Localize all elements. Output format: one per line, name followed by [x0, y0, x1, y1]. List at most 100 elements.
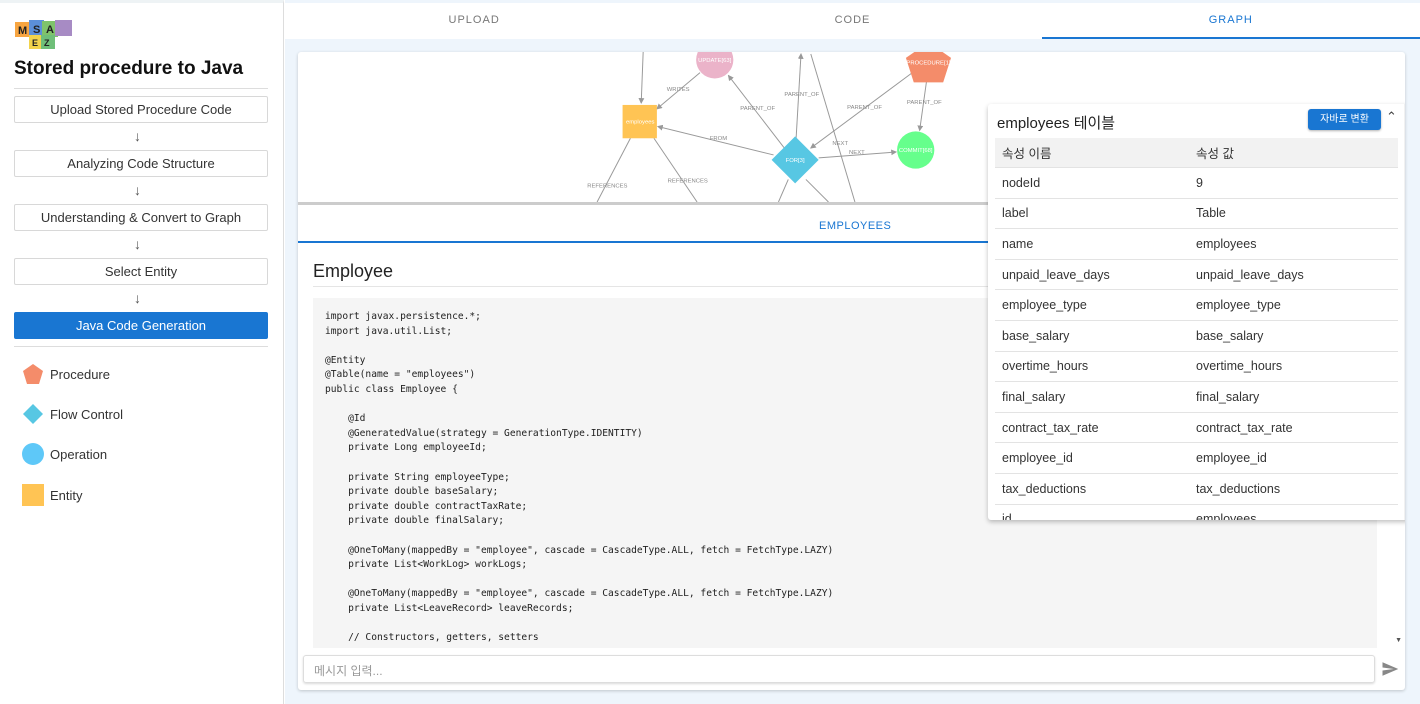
property-value: base_salary: [1196, 328, 1264, 343]
table-row: overtime_hours overtime_hours: [995, 352, 1398, 383]
square-icon: [22, 484, 44, 506]
header-name: 속성 이름: [1002, 147, 1052, 161]
step-analyzing[interactable]: Analyzing Code Structure: [14, 150, 268, 177]
divider: [313, 286, 1377, 287]
edge-label: PARENT_OF: [847, 105, 882, 111]
tab-graph[interactable]: GRAPH: [1041, 3, 1420, 39]
property-name: label: [1002, 206, 1029, 221]
table-row: unpaid_leave_days unpaid_leave_days: [995, 260, 1398, 291]
node-label: UPDATE[63]: [698, 58, 732, 64]
edge-label: NEXT: [832, 141, 848, 147]
property-name: contract_tax_rate: [1002, 420, 1099, 435]
step-select-entity[interactable]: Select Entity: [14, 258, 268, 285]
legend-flow-control: Flow Control: [22, 403, 123, 425]
divider: [14, 88, 268, 89]
node-employees[interactable]: [622, 104, 657, 139]
step-convert-graph[interactable]: Understanding & Convert to Graph: [14, 204, 268, 231]
convert-to-java-button[interactable]: 자바로 변환: [1308, 109, 1381, 130]
table-row: nodeId 9: [995, 168, 1398, 199]
property-value: final_salary: [1196, 389, 1260, 404]
node-label: employees: [626, 120, 654, 126]
property-value: tax_deductions: [1196, 481, 1281, 496]
edge-label: WRITES: [667, 87, 690, 93]
tab-upload[interactable]: UPLOAD: [448, 14, 500, 26]
entity-tabs: EMPLOYEES: [298, 208, 1405, 243]
main: UPLOAD CODE GRAPH WRITES PARENT_OF: [285, 0, 1420, 704]
property-name: unpaid_leave_days: [1002, 267, 1110, 282]
top-tabs: UPLOAD CODE GRAPH: [285, 3, 1420, 39]
arrow-down-icon: ↓: [134, 290, 141, 306]
legend-procedure: Procedure: [22, 363, 110, 385]
table-row: tax_deductions tax_deductions: [995, 474, 1398, 505]
table-row: base_salary base_salary: [995, 321, 1398, 352]
property-name: base_salary: [1002, 328, 1070, 343]
step-upload[interactable]: Upload Stored Procedure Code: [14, 96, 268, 123]
arrow-down-icon: ↓: [134, 182, 141, 198]
svg-text:S: S: [33, 24, 40, 36]
edge-label: REFERENCES: [587, 183, 627, 189]
property-value: employee_type: [1196, 298, 1281, 313]
legend-entity: Entity: [22, 484, 83, 506]
property-value: contract_tax_rate: [1196, 420, 1293, 435]
entity-title: Employee: [313, 261, 394, 281]
panel-title: employees 테이블: [997, 115, 1116, 132]
node-procedure[interactable]: [905, 52, 952, 83]
graph-card: WRITES PARENT_OF PARENT_OF PARENT_OF PAR…: [298, 52, 1405, 690]
property-name: nodeId: [1002, 175, 1041, 190]
node-label: COMMIT[68]: [899, 148, 933, 154]
property-value: unpaid_leave_days: [1196, 267, 1304, 282]
code-scrollbar[interactable]: ▼: [1395, 637, 1402, 644]
node-label: FOR[3]: [786, 158, 805, 164]
table-row: employee_type employee_type: [995, 290, 1398, 321]
arrow-down-icon: ↓: [134, 128, 141, 144]
tab-employees[interactable]: EMPLOYEES: [819, 220, 892, 232]
edge-label: PARENT_OF: [784, 92, 819, 98]
table-row: name employees: [995, 229, 1398, 260]
svg-text:M: M: [18, 25, 27, 37]
table-row: final_salary final_salary: [995, 382, 1398, 413]
node-for[interactable]: [771, 136, 819, 184]
property-value: 9: [1196, 175, 1203, 190]
circle-icon: [22, 443, 44, 465]
table-row: id employees: [995, 505, 1398, 520]
property-name: name: [1002, 236, 1034, 251]
step-java-generation[interactable]: Java Code Generation: [14, 312, 268, 339]
table-row: contract_tax_rate contract_tax_rate: [995, 413, 1398, 444]
node-update[interactable]: [696, 52, 734, 79]
app-title: Stored procedure to Java: [14, 58, 244, 79]
edge-label: PARENT_OF: [740, 106, 775, 112]
chevron-up-icon[interactable]: ⌃: [1386, 109, 1397, 124]
property-name: tax_deductions: [1002, 481, 1087, 496]
property-value: employee_id: [1196, 451, 1267, 466]
table-header: 속성 이름 속성 값: [995, 138, 1398, 168]
property-value: employees: [1196, 236, 1257, 251]
property-value: overtime_hours: [1196, 359, 1283, 374]
svg-text:A: A: [46, 24, 54, 36]
arrow-down-icon: ↓: [134, 236, 141, 252]
svg-text:E: E: [32, 38, 38, 48]
graph-canvas[interactable]: WRITES PARENT_OF PARENT_OF PARENT_OF PAR…: [298, 52, 1405, 205]
edge-label: NEXT: [849, 150, 865, 156]
property-name: overtime_hours: [1002, 359, 1089, 374]
property-name: id: [1002, 512, 1012, 520]
tab-code[interactable]: CODE: [834, 14, 871, 26]
pentagon-icon: [23, 364, 43, 384]
divider: [14, 346, 268, 347]
edge-label: PARENT_OF: [907, 100, 942, 106]
header-value: 속성 값: [1196, 147, 1234, 161]
property-name: final_salary: [1002, 389, 1066, 404]
node-commit[interactable]: [897, 131, 935, 169]
legend-operation: Operation: [22, 443, 107, 465]
send-icon[interactable]: [1381, 660, 1399, 678]
panel-scrollbar[interactable]: [1404, 104, 1405, 520]
property-name: employee_type: [1002, 298, 1087, 313]
property-name: employee_id: [1002, 451, 1073, 466]
edge-label: REFERENCES: [668, 178, 708, 184]
diamond-icon: [23, 404, 43, 424]
properties-panel: employees 테이블 자바로 변환 ⌃ 속성 이름 속성 값 nodeId 9…: [988, 104, 1405, 520]
property-value: employees: [1196, 512, 1257, 520]
message-input[interactable]: 메시지 입력...: [303, 655, 1375, 683]
